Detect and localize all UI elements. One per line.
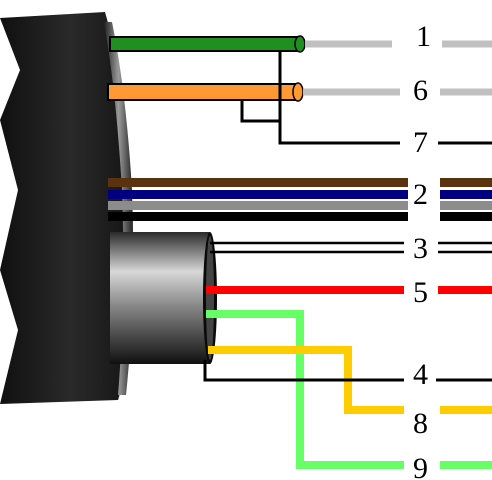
label-wire-3: 3 (413, 232, 428, 265)
wire-1-insulation (109, 36, 301, 52)
label-wire-9: 9 (413, 452, 428, 480)
label-wire-6: 6 (413, 74, 428, 107)
connector-cylinder (110, 232, 217, 364)
label-wire-5: 5 (413, 276, 428, 309)
wire-7 (240, 51, 492, 145)
wire-9 (206, 310, 492, 469)
label-wire-8: 8 (413, 407, 428, 440)
wire-labels: 1 6 7 2 3 5 4 8 9 (413, 20, 431, 480)
wire-6-insulation (107, 83, 299, 101)
label-wire-7: 7 (413, 126, 428, 159)
wire-2-bundle (108, 178, 492, 221)
label-wire-2: 2 (413, 178, 428, 211)
wire-1 (109, 35, 492, 53)
connector-shell (0, 12, 128, 404)
wire-6 (107, 82, 492, 102)
label-wire-4: 4 (413, 358, 428, 391)
wire-4 (203, 360, 492, 382)
label-wire-1: 1 (416, 20, 431, 53)
wire-3 (210, 241, 492, 254)
connector-body (0, 12, 217, 404)
